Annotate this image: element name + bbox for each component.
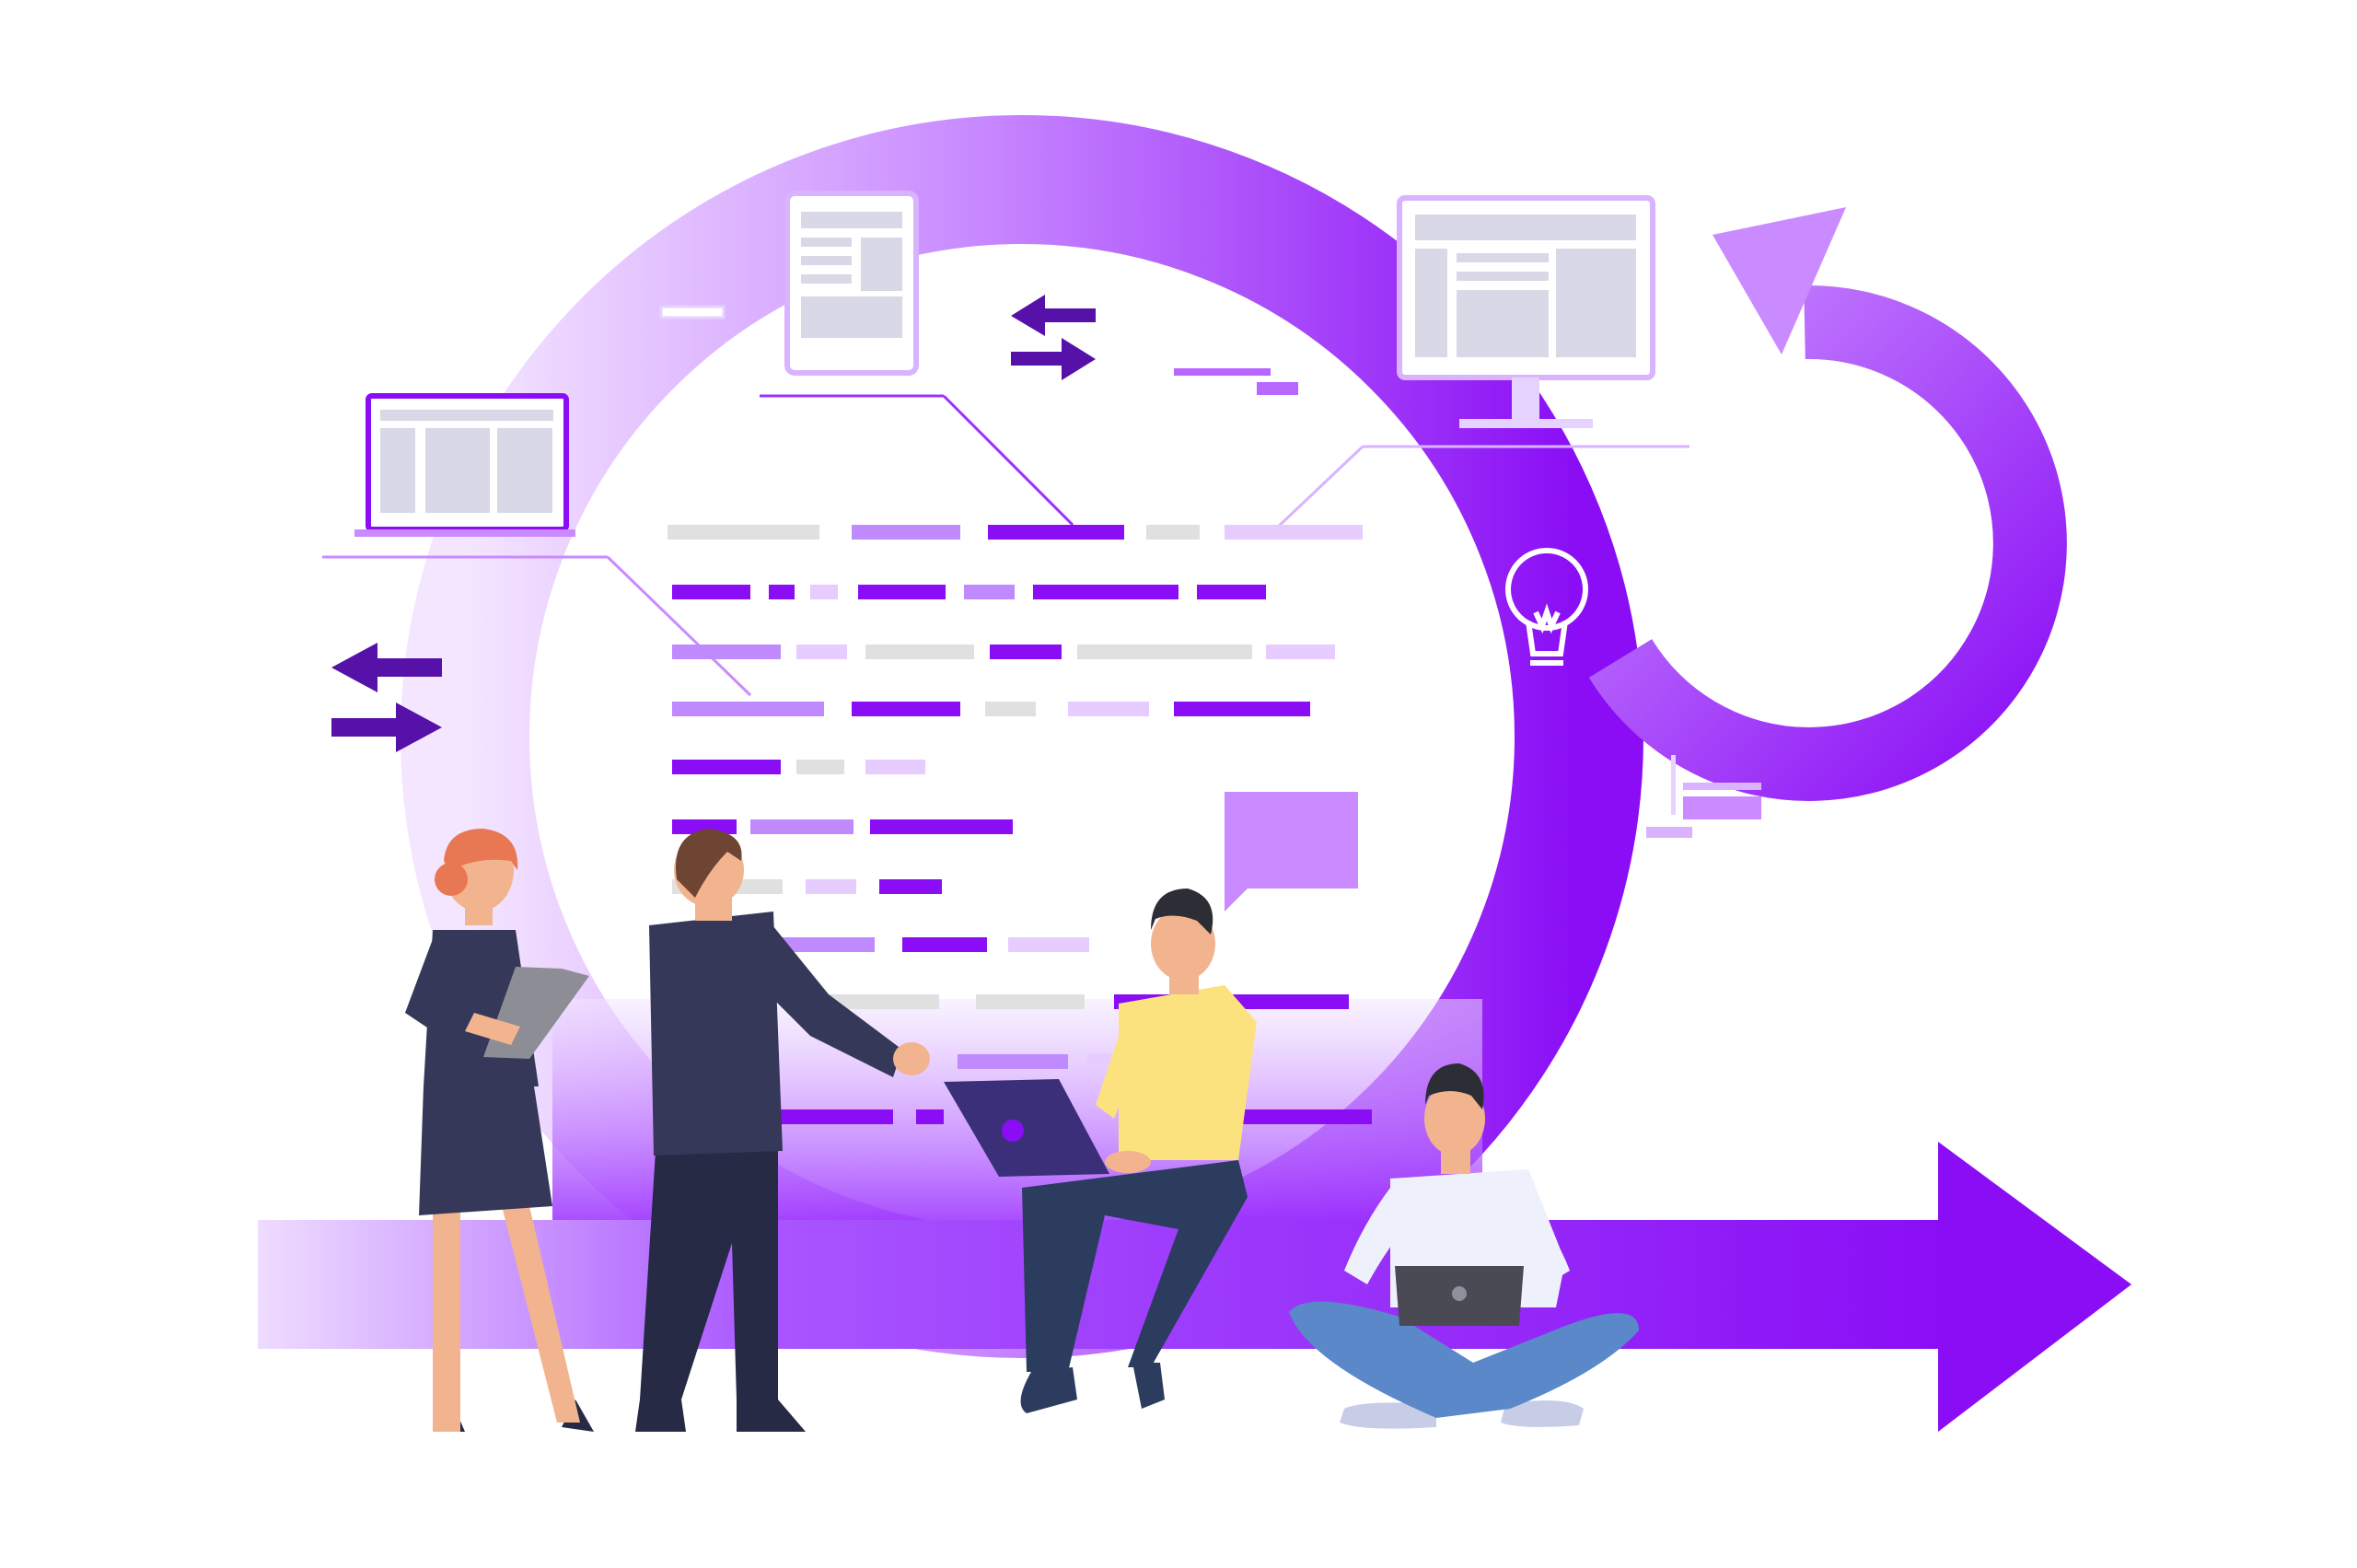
swap-arrows-icon bbox=[1011, 295, 1096, 380]
content-bar bbox=[1174, 702, 1310, 716]
content-bar bbox=[852, 525, 960, 540]
content-bar bbox=[672, 702, 824, 716]
content-bar bbox=[964, 585, 1015, 599]
content-bar bbox=[852, 702, 960, 716]
content-bar bbox=[985, 702, 1036, 716]
content-bar bbox=[1146, 525, 1200, 540]
content-bar bbox=[1225, 525, 1363, 540]
woman-with-tablet bbox=[405, 829, 594, 1432]
content-bar bbox=[902, 937, 987, 952]
decorative-bars bbox=[659, 305, 1761, 838]
content-bar bbox=[796, 645, 847, 659]
content-bar bbox=[879, 879, 942, 894]
content-bar bbox=[1033, 585, 1178, 599]
laptop-icon bbox=[322, 393, 752, 697]
content-bar bbox=[976, 994, 1085, 1009]
content-bar bbox=[988, 525, 1124, 540]
content-bar bbox=[858, 585, 946, 599]
content-bar bbox=[672, 585, 750, 599]
content-bar bbox=[672, 760, 781, 774]
lightbulb-icon bbox=[1505, 548, 1588, 666]
content-bar bbox=[1077, 645, 1252, 659]
tablet-icon bbox=[760, 191, 1074, 527]
swap-arrows-icon bbox=[331, 643, 442, 752]
content-bar bbox=[916, 1109, 944, 1124]
content-bar bbox=[1197, 585, 1266, 599]
man-sitting-with-laptop bbox=[944, 889, 1257, 1413]
content-bar bbox=[829, 994, 939, 1009]
content-bar bbox=[668, 525, 819, 540]
content-bar bbox=[958, 1054, 1068, 1069]
content-bar bbox=[870, 819, 1013, 834]
content-bar bbox=[750, 819, 853, 834]
monitor-icon bbox=[1273, 195, 1689, 531]
content-bar bbox=[1068, 702, 1149, 716]
content-bar bbox=[865, 760, 925, 774]
man-cross-legged-with-laptop bbox=[1289, 1063, 1639, 1429]
content-bar bbox=[990, 645, 1062, 659]
content-bar bbox=[810, 585, 838, 599]
content-bar bbox=[1008, 937, 1089, 952]
content-bar bbox=[1266, 645, 1335, 659]
content-bar bbox=[672, 819, 737, 834]
content-bar bbox=[865, 645, 974, 659]
man-in-suit-pointing bbox=[635, 829, 930, 1432]
content-bar bbox=[769, 585, 795, 599]
content-bar bbox=[773, 1109, 893, 1124]
content-bar bbox=[796, 760, 844, 774]
content-bar bbox=[806, 879, 856, 894]
cycle-arrow-icon bbox=[1588, 207, 2067, 801]
content-bar bbox=[672, 645, 781, 659]
speech-bubble-icon bbox=[1225, 792, 1358, 912]
